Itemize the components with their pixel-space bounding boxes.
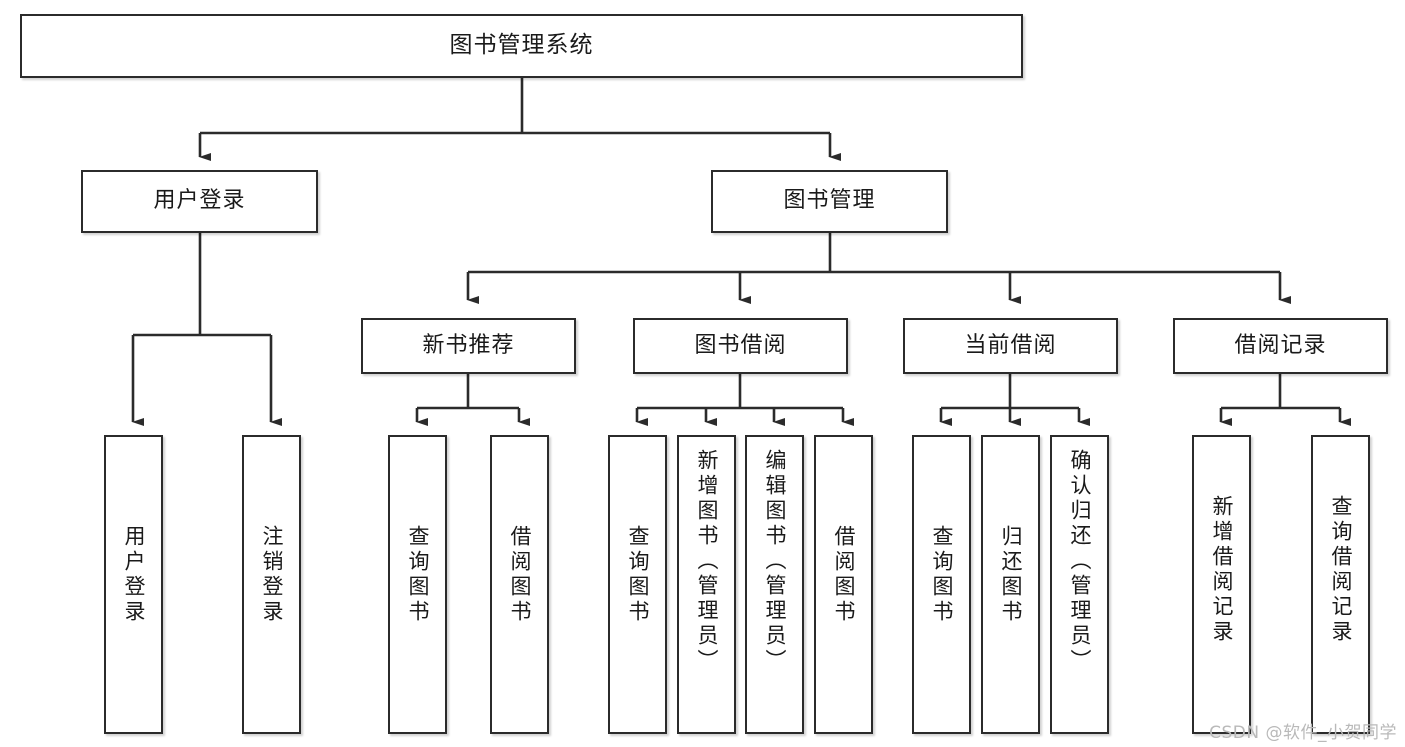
node-label: 借阅图书 [508,525,532,625]
node-new-book-recommend[interactable]: 新书推荐 [361,318,576,374]
node-label: 新增图书（管理员） [695,449,719,674]
node-borrow-records[interactable]: 借阅记录 [1173,318,1388,374]
leaf-logout[interactable]: 注销登录 [242,435,301,734]
leaf-add-borrow-record[interactable]: 新增借阅记录 [1192,435,1251,734]
leaf-query-book-current[interactable]: 查询图书 [912,435,971,734]
node-label: 查询图书 [406,525,430,625]
node-label: 新书推荐 [422,332,515,358]
leaf-query-book-newbook[interactable]: 查询图书 [388,435,447,734]
leaf-return-book[interactable]: 归还图书 [981,435,1040,734]
node-label: 用户登录 [122,525,146,625]
leaf-confirm-return-admin[interactable]: 确认归还（管理员） [1050,435,1109,734]
node-label: 归还图书 [999,525,1023,625]
node-label: 借阅图书 [832,525,856,625]
node-book-management[interactable]: 图书管理 [711,170,948,233]
node-root-book-management-system[interactable]: 图书管理系统 [20,14,1023,78]
node-label: 编辑图书（管理员） [763,449,787,674]
node-label: 当前借阅 [964,332,1057,358]
node-label: 用户登录 [153,188,246,214]
node-current-borrow[interactable]: 当前借阅 [903,318,1118,374]
leaf-edit-book-admin[interactable]: 编辑图书（管理员） [745,435,804,734]
node-book-borrow[interactable]: 图书借阅 [633,318,848,374]
leaf-add-book-admin[interactable]: 新增图书（管理员） [677,435,736,734]
csdn-watermark: CSDN @软件_小贺同学 [1209,723,1397,743]
node-label: 确认归还（管理员） [1068,449,1092,674]
node-label: 图书管理 [783,188,876,214]
node-label: 借阅记录 [1234,332,1327,358]
node-label: 查询借阅记录 [1329,495,1353,645]
node-label: 查询图书 [930,525,954,625]
node-label: 图书借阅 [694,332,787,358]
leaf-user-login[interactable]: 用户登录 [104,435,163,734]
node-label: 图书管理系统 [449,32,594,59]
node-label: 新增借阅记录 [1210,495,1234,645]
node-label: 查询图书 [626,525,650,625]
node-label: 注销登录 [260,525,284,625]
leaf-query-borrow-record[interactable]: 查询借阅记录 [1311,435,1370,734]
leaf-borrow-book-borrow[interactable]: 借阅图书 [814,435,873,734]
node-user-login[interactable]: 用户登录 [81,170,318,233]
leaf-borrow-book-newbook[interactable]: 借阅图书 [490,435,549,734]
leaf-query-book-borrow[interactable]: 查询图书 [608,435,667,734]
